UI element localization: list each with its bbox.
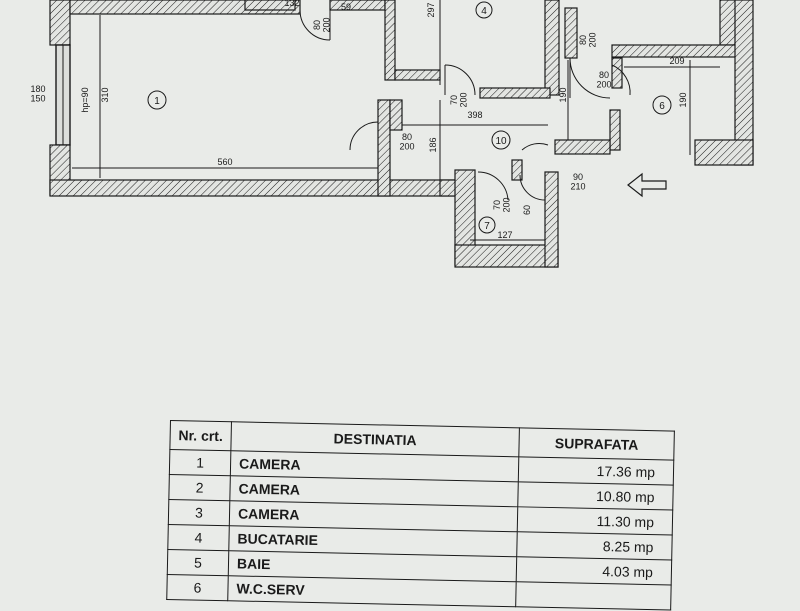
dim-label: 60 <box>522 205 532 215</box>
dim-label: 80200 <box>578 32 597 47</box>
header-nr-crt: Nr. crt. <box>169 420 232 451</box>
dim-label: 297 <box>426 2 436 17</box>
row-nr: 5 <box>167 549 229 576</box>
dim-label: 560 <box>217 157 232 167</box>
dim-label: 59 <box>341 2 351 12</box>
room-number: 6 <box>659 101 665 112</box>
doors <box>299 9 631 201</box>
row-nr: 1 <box>169 449 231 476</box>
dim-label: 70200 <box>449 92 468 107</box>
room-number: 4 <box>481 6 487 17</box>
dim-label: 310 <box>100 87 110 102</box>
upper-walls <box>244 0 754 166</box>
row-area <box>515 581 672 611</box>
dim-label: 132 <box>284 0 299 8</box>
row-nr: 3 <box>168 499 230 526</box>
room-number: 7 <box>484 221 490 232</box>
row-nr: 6 <box>166 574 229 601</box>
row-area: 11.30 mp <box>517 506 673 536</box>
header-suprafata: SUPRAFATA <box>518 427 675 461</box>
dimension-lines <box>72 0 720 241</box>
area-table: Nr. crt. DESTINATIA SUPRAFATA 1 CAMERA 1… <box>166 420 675 611</box>
dim-label: 127 <box>497 230 512 240</box>
dim-label: hp=90 <box>80 87 90 112</box>
dim-label: 70200 <box>492 197 511 212</box>
dim-label: 186 <box>428 137 438 152</box>
row-nr: 4 <box>167 524 230 551</box>
dim-label: 190 <box>558 87 568 102</box>
row-destination: W.C.SERV <box>227 575 517 607</box>
row-area: 8.25 mp <box>516 531 673 561</box>
row-area: 10.80 mp <box>517 481 674 511</box>
dim-label: 80200 <box>312 17 331 32</box>
room-1-walls <box>49 0 471 197</box>
row-nr: 2 <box>168 474 231 501</box>
row-area: 17.36 mp <box>518 456 674 486</box>
room-number-markers: 1 4 6 7 10 <box>147 1 672 234</box>
dim-label: 190 <box>678 92 688 107</box>
dim-label: 398 <box>467 110 482 120</box>
room-number: 10 <box>495 136 507 147</box>
row-area: 4.03 mp <box>516 556 672 586</box>
dim-label: 209 <box>669 56 684 66</box>
room-number: 1 <box>154 96 160 107</box>
hall-walls <box>389 99 559 268</box>
entrance-arrow-icon <box>627 172 667 198</box>
